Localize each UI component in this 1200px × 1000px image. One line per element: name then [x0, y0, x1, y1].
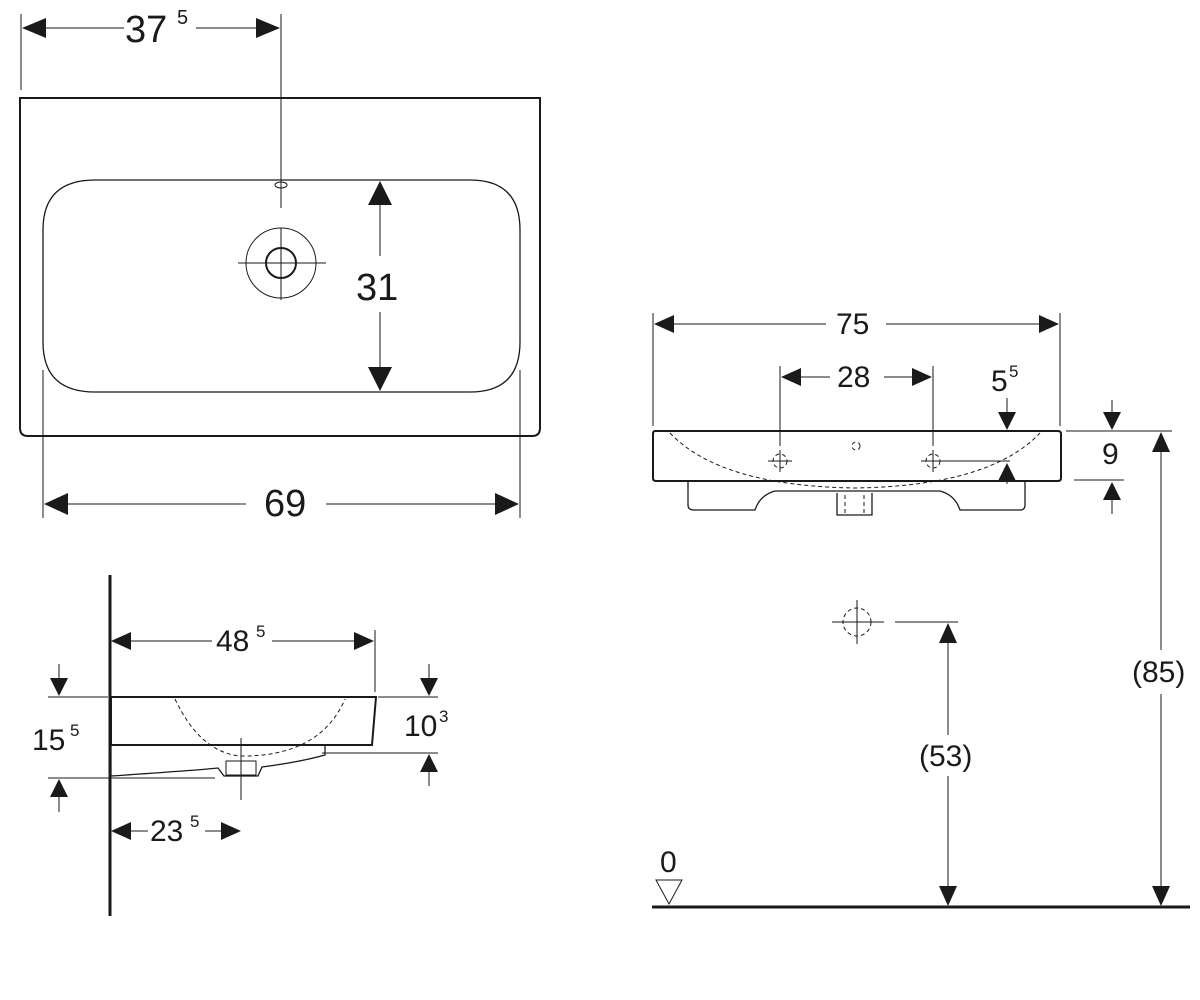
dim-drain-height: (53) — [919, 623, 972, 906]
dim-inner-width: 69 — [44, 483, 519, 525]
tap-hole-left — [768, 450, 792, 472]
dim-rim-thickness: 9 — [1102, 400, 1121, 514]
dim-drain-offset-main: 23 — [150, 815, 183, 848]
dim-inner-width-label: 69 — [264, 483, 306, 525]
dim-rim-thickness-label: 9 — [1102, 438, 1119, 471]
side-view: 48 5 15 5 10 3 23 5 — [32, 575, 448, 916]
dim-tap-offset-main: 37 — [125, 9, 167, 51]
front-view-drain — [836, 493, 873, 516]
side-view-underside — [110, 745, 326, 777]
drain-outlet-marker — [832, 600, 884, 644]
floor-level-label: 0 — [660, 846, 677, 879]
dim-side-offset-sup: 5 — [1009, 362, 1018, 381]
dim-install-height: (85) — [1132, 432, 1185, 906]
top-view-bowl-outline — [42, 179, 521, 393]
dim-tap-spacing-label: 28 — [837, 361, 870, 394]
dim-bowl-depth: 31 — [356, 181, 398, 391]
front-view-underside — [687, 481, 1026, 511]
dim-overall-width-label: 75 — [836, 308, 869, 341]
dim-bowl-depth-label: 31 — [356, 267, 398, 309]
dim-drain-offset: 23 5 — [111, 812, 241, 848]
dim-side-rim: 10 3 — [404, 664, 448, 786]
dim-overall-width: 75 — [654, 308, 1059, 341]
dim-side-rim-main: 10 — [404, 710, 437, 743]
dim-tap-offset: 37 5 — [22, 7, 280, 51]
dim-install-height-label: (85) — [1132, 656, 1185, 689]
side-view-basin-outline — [110, 696, 378, 746]
dim-tap-spacing: 28 — [781, 361, 932, 394]
dim-side-height-main: 15 — [32, 724, 65, 757]
side-view-bowl-dashed — [174, 698, 346, 757]
top-view-outer-outline — [19, 97, 541, 437]
dim-side-depth: 48 5 — [111, 622, 374, 658]
dim-side-offset: 5 5 — [991, 362, 1018, 484]
dim-side-rim-sup: 3 — [439, 707, 448, 726]
dim-side-height: 15 5 — [32, 664, 79, 812]
dim-side-depth-main: 48 — [216, 625, 249, 658]
front-view-overflow — [851, 441, 861, 451]
dim-side-depth-sup: 5 — [256, 622, 265, 641]
dim-tap-offset-sup: 5 — [177, 7, 188, 29]
dim-drain-height-label: (53) — [919, 740, 972, 773]
front-view-basin-outline — [652, 430, 1062, 482]
dim-drain-offset-sup: 5 — [190, 812, 199, 831]
dim-side-height-sup: 5 — [70, 721, 79, 740]
front-view: 75 28 5 5 9 — [652, 308, 1190, 909]
top-view: 37 5 31 69 — [19, 7, 541, 525]
floor-level-marker — [655, 879, 683, 906]
dim-side-offset-main: 5 — [991, 365, 1008, 398]
tap-hole-right — [921, 450, 1010, 472]
